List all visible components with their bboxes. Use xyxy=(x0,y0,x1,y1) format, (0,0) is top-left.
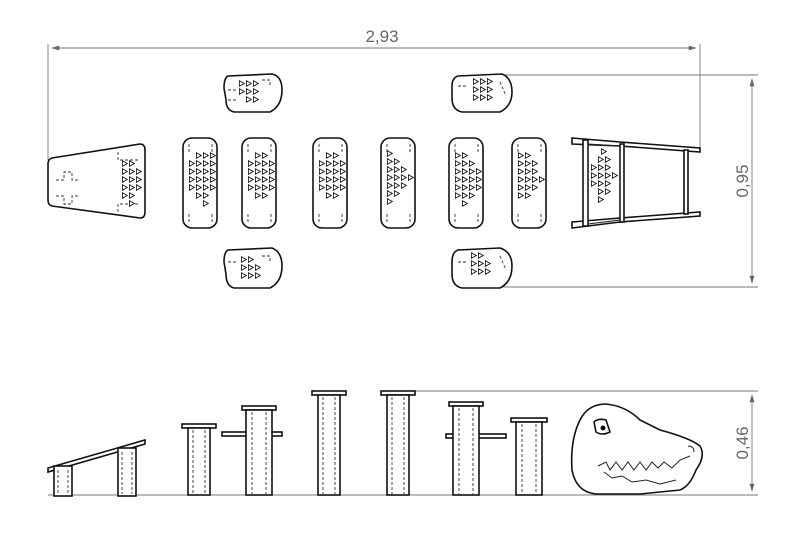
panel-top-view-6 xyxy=(511,137,547,229)
panel-top-view-1 xyxy=(182,137,218,229)
post-front-view-5 xyxy=(445,401,507,496)
ramp-front-view xyxy=(47,438,146,497)
panel-top-view-3 xyxy=(312,137,348,229)
dimension-depth: 0,95 xyxy=(490,74,758,288)
dimension-width: 2,93 xyxy=(47,27,701,160)
post-front-view-1 xyxy=(181,423,217,496)
panel-top-view-5 xyxy=(448,137,484,229)
crocodile-ramp-top-view xyxy=(571,137,701,229)
height-label: 0,46 xyxy=(733,426,752,459)
post-front-view-4 xyxy=(380,390,416,496)
crocodile-head-front-view xyxy=(570,403,704,495)
post-front-view-3 xyxy=(311,390,347,496)
panel-top-view-2 xyxy=(241,137,277,229)
panel-top-view-4 xyxy=(380,137,416,229)
step-pad-top-right-upper xyxy=(451,73,513,113)
dimension-height: 0,46 xyxy=(386,390,758,496)
post-front-view-6 xyxy=(510,417,548,496)
post-front-view-2 xyxy=(221,405,283,496)
step-pad-top-left-upper xyxy=(223,73,283,113)
step-pad-top-left-lower xyxy=(223,247,283,289)
step-pad-top-right-lower xyxy=(451,247,513,289)
width-label: 2,93 xyxy=(365,27,398,46)
ramp-top-view xyxy=(47,143,146,219)
depth-label: 0,95 xyxy=(733,164,752,197)
